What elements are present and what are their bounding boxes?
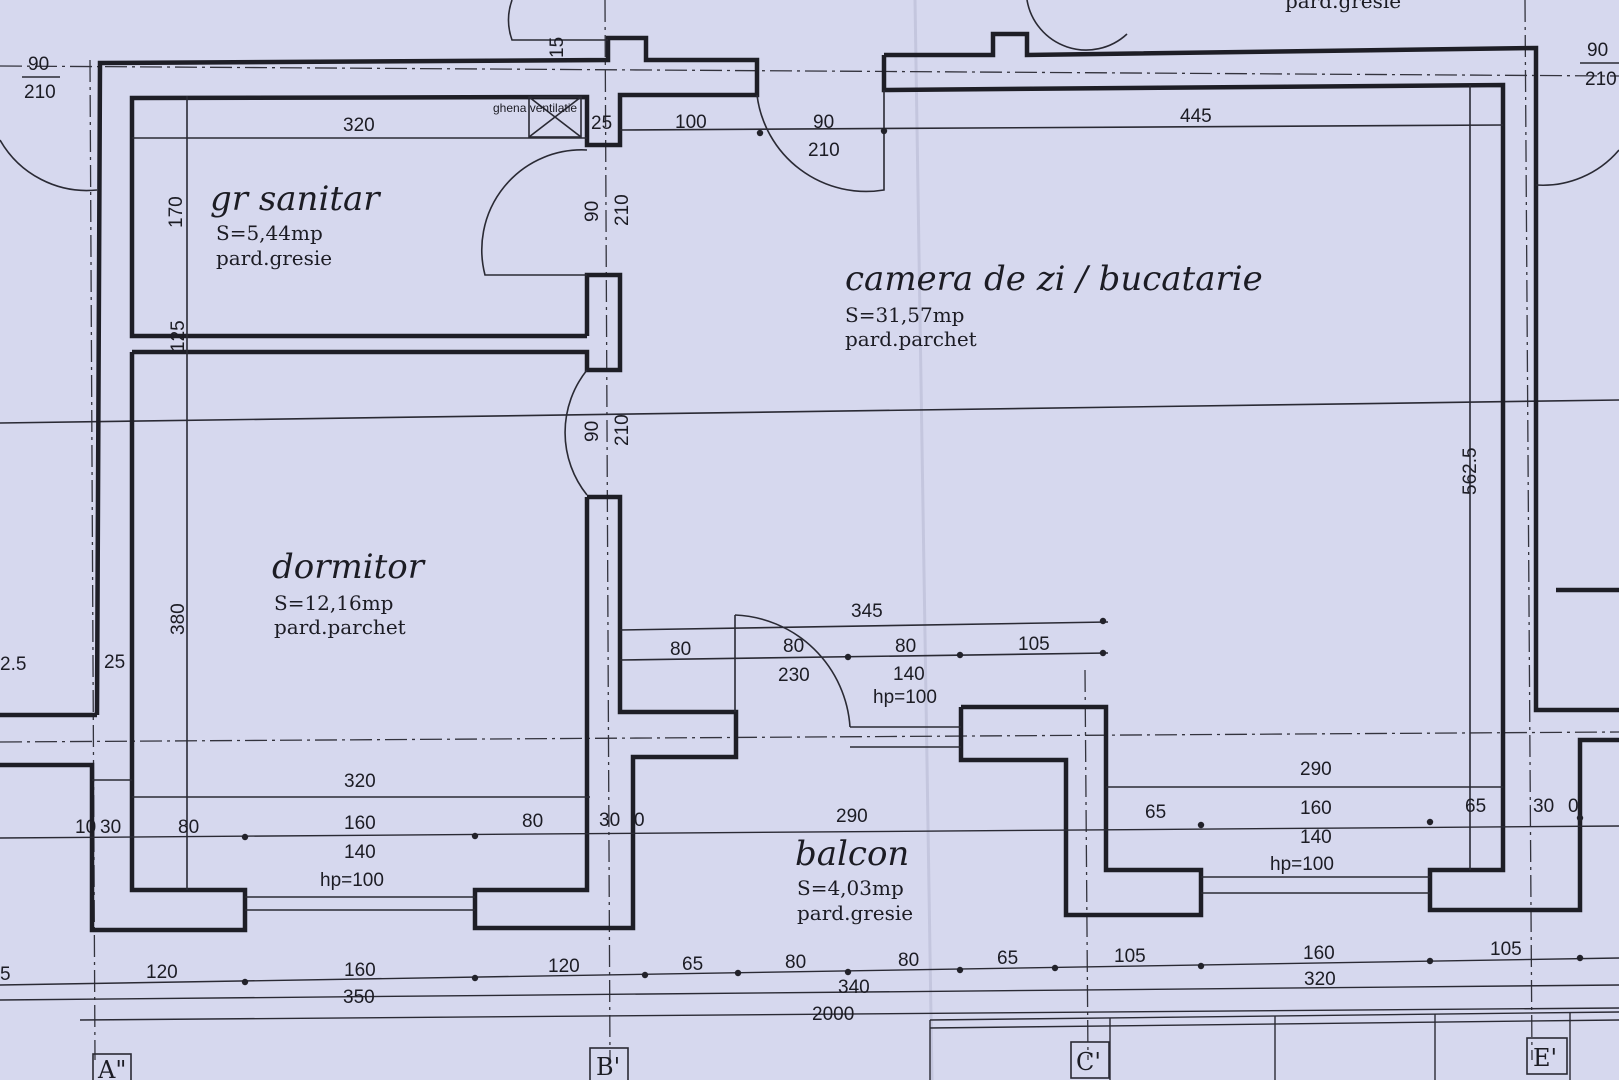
dim-label: 15 xyxy=(547,37,568,58)
dim-label: 2000 xyxy=(812,1004,854,1025)
room-name-bedroom: dormitor xyxy=(272,547,426,587)
dim-label: 160 xyxy=(1300,798,1332,819)
dim-label: 80 xyxy=(898,950,919,971)
room-area-living: S=31,57mp xyxy=(845,303,964,327)
dim-label: 160 xyxy=(1303,943,1335,964)
dim-label: 320 xyxy=(1304,969,1336,990)
dimension-dots xyxy=(241,127,1584,986)
dim-label: 90 xyxy=(813,112,834,133)
inner-lines xyxy=(92,85,1504,911)
axis-label-c: C' xyxy=(1076,1048,1101,1076)
reference-line xyxy=(0,399,1619,424)
dim-label: 80 xyxy=(783,636,804,657)
dim-label: hp=100 xyxy=(1270,854,1334,875)
dim-label: 80 xyxy=(670,639,691,660)
room-name-sanitar: gr sanitar xyxy=(210,179,381,219)
room-area-sanitar: S=5,44mp xyxy=(216,221,323,245)
dim-label: 0 xyxy=(634,810,645,831)
dim-label: 170 xyxy=(166,196,187,228)
dim-label: 140 xyxy=(893,664,925,685)
dim-label: 30 xyxy=(1533,796,1554,817)
dim-label: 5 xyxy=(0,964,11,985)
dim-label: 230 xyxy=(778,665,810,686)
dim-label: hp=100 xyxy=(320,870,384,891)
door-swings xyxy=(0,0,1619,728)
dim-label: 90 xyxy=(28,54,49,75)
dim-label: 210 xyxy=(612,194,633,226)
dim-label: 25 xyxy=(591,113,612,134)
room-floor-sanitar: pard.gresie xyxy=(216,246,332,270)
dim-label: 160 xyxy=(344,813,376,834)
room-name-living: camera de zi / bucatarie xyxy=(845,259,1263,299)
dim-label: 90 xyxy=(582,421,603,442)
dim-label: 30 xyxy=(599,810,620,831)
dim-label: 320 xyxy=(344,771,376,792)
dim-label: 80 xyxy=(522,811,543,832)
dim-label: hp=100 xyxy=(873,687,937,708)
dim-label: 290 xyxy=(836,806,868,827)
dim-label: 350 xyxy=(343,987,375,1008)
vertical-dimension-numbers: 15 170 90 210 125 90 210 562.5 380 xyxy=(166,37,1481,635)
dim-label: 380 xyxy=(168,603,189,635)
room-area-bedroom: S=12,16mp xyxy=(274,591,393,615)
dim-label: 105 xyxy=(1114,946,1146,967)
dim-label: 80 xyxy=(785,952,806,973)
partial-floor-label: pard.gresie xyxy=(1285,0,1401,13)
dim-label: 105 xyxy=(1018,634,1050,655)
room-floor-living: pard.parchet xyxy=(845,327,977,351)
dim-label: 65 xyxy=(1145,802,1166,823)
dim-label: 25 xyxy=(104,652,125,673)
dim-label: 2.5 xyxy=(0,654,26,675)
room-name-balcony: balcon xyxy=(795,834,909,874)
ventilation-shaft: ghena ventilatie xyxy=(493,96,582,138)
dim-label: 100 xyxy=(675,112,707,133)
dim-label: 210 xyxy=(24,82,56,103)
dim-label: 65 xyxy=(682,954,703,975)
dim-label: 340 xyxy=(838,977,870,998)
dim-label: 90 xyxy=(1587,40,1608,61)
dim-label: 90 xyxy=(582,201,603,222)
room-floor-balcony: pard.gresie xyxy=(797,901,913,925)
paper-fold-line xyxy=(913,0,934,1080)
dim-label: 562.5 xyxy=(1460,447,1481,495)
axis-label-a: A" xyxy=(97,1056,126,1080)
dim-label: 140 xyxy=(1300,827,1332,848)
dim-label: 10 xyxy=(75,817,96,838)
dim-label: 290 xyxy=(1300,759,1332,780)
dim-label: 320 xyxy=(343,115,375,136)
dim-label: 445 xyxy=(1180,106,1212,127)
axis-label-e: E' xyxy=(1533,1044,1557,1072)
dim-label: 120 xyxy=(146,962,178,983)
dim-label: 210 xyxy=(612,414,633,446)
dim-label: 345 xyxy=(851,601,883,622)
dim-label: 65 xyxy=(997,948,1018,969)
dim-label: 120 xyxy=(548,956,580,977)
dim-label: 80 xyxy=(178,817,199,838)
axis-markers: A" B' C' E' xyxy=(92,1037,1568,1080)
dimension-numbers: 90 210 90 210 320 25 100 90 210 445 345 … xyxy=(0,40,1619,1025)
dim-label: 160 xyxy=(344,960,376,981)
dim-label: 30 xyxy=(100,817,121,838)
ventilation-label: ghena ventilatie xyxy=(493,101,577,115)
dim-label: 0 xyxy=(1568,796,1579,817)
walls xyxy=(0,31,1619,933)
room-area-balcony: S=4,03mp xyxy=(797,876,904,900)
dim-label: 105 xyxy=(1490,939,1522,960)
dim-label: 210 xyxy=(808,140,840,161)
dim-label: 210 xyxy=(1585,69,1617,90)
room-floor-bedroom: pard.parchet xyxy=(274,615,406,639)
dim-label: 125 xyxy=(168,320,189,352)
dim-label: 140 xyxy=(344,842,376,863)
dim-label: 80 xyxy=(895,636,916,657)
dimension-lines xyxy=(0,825,1619,1080)
dim-label: 65 xyxy=(1465,796,1486,817)
axis-label-b: B' xyxy=(596,1053,620,1080)
